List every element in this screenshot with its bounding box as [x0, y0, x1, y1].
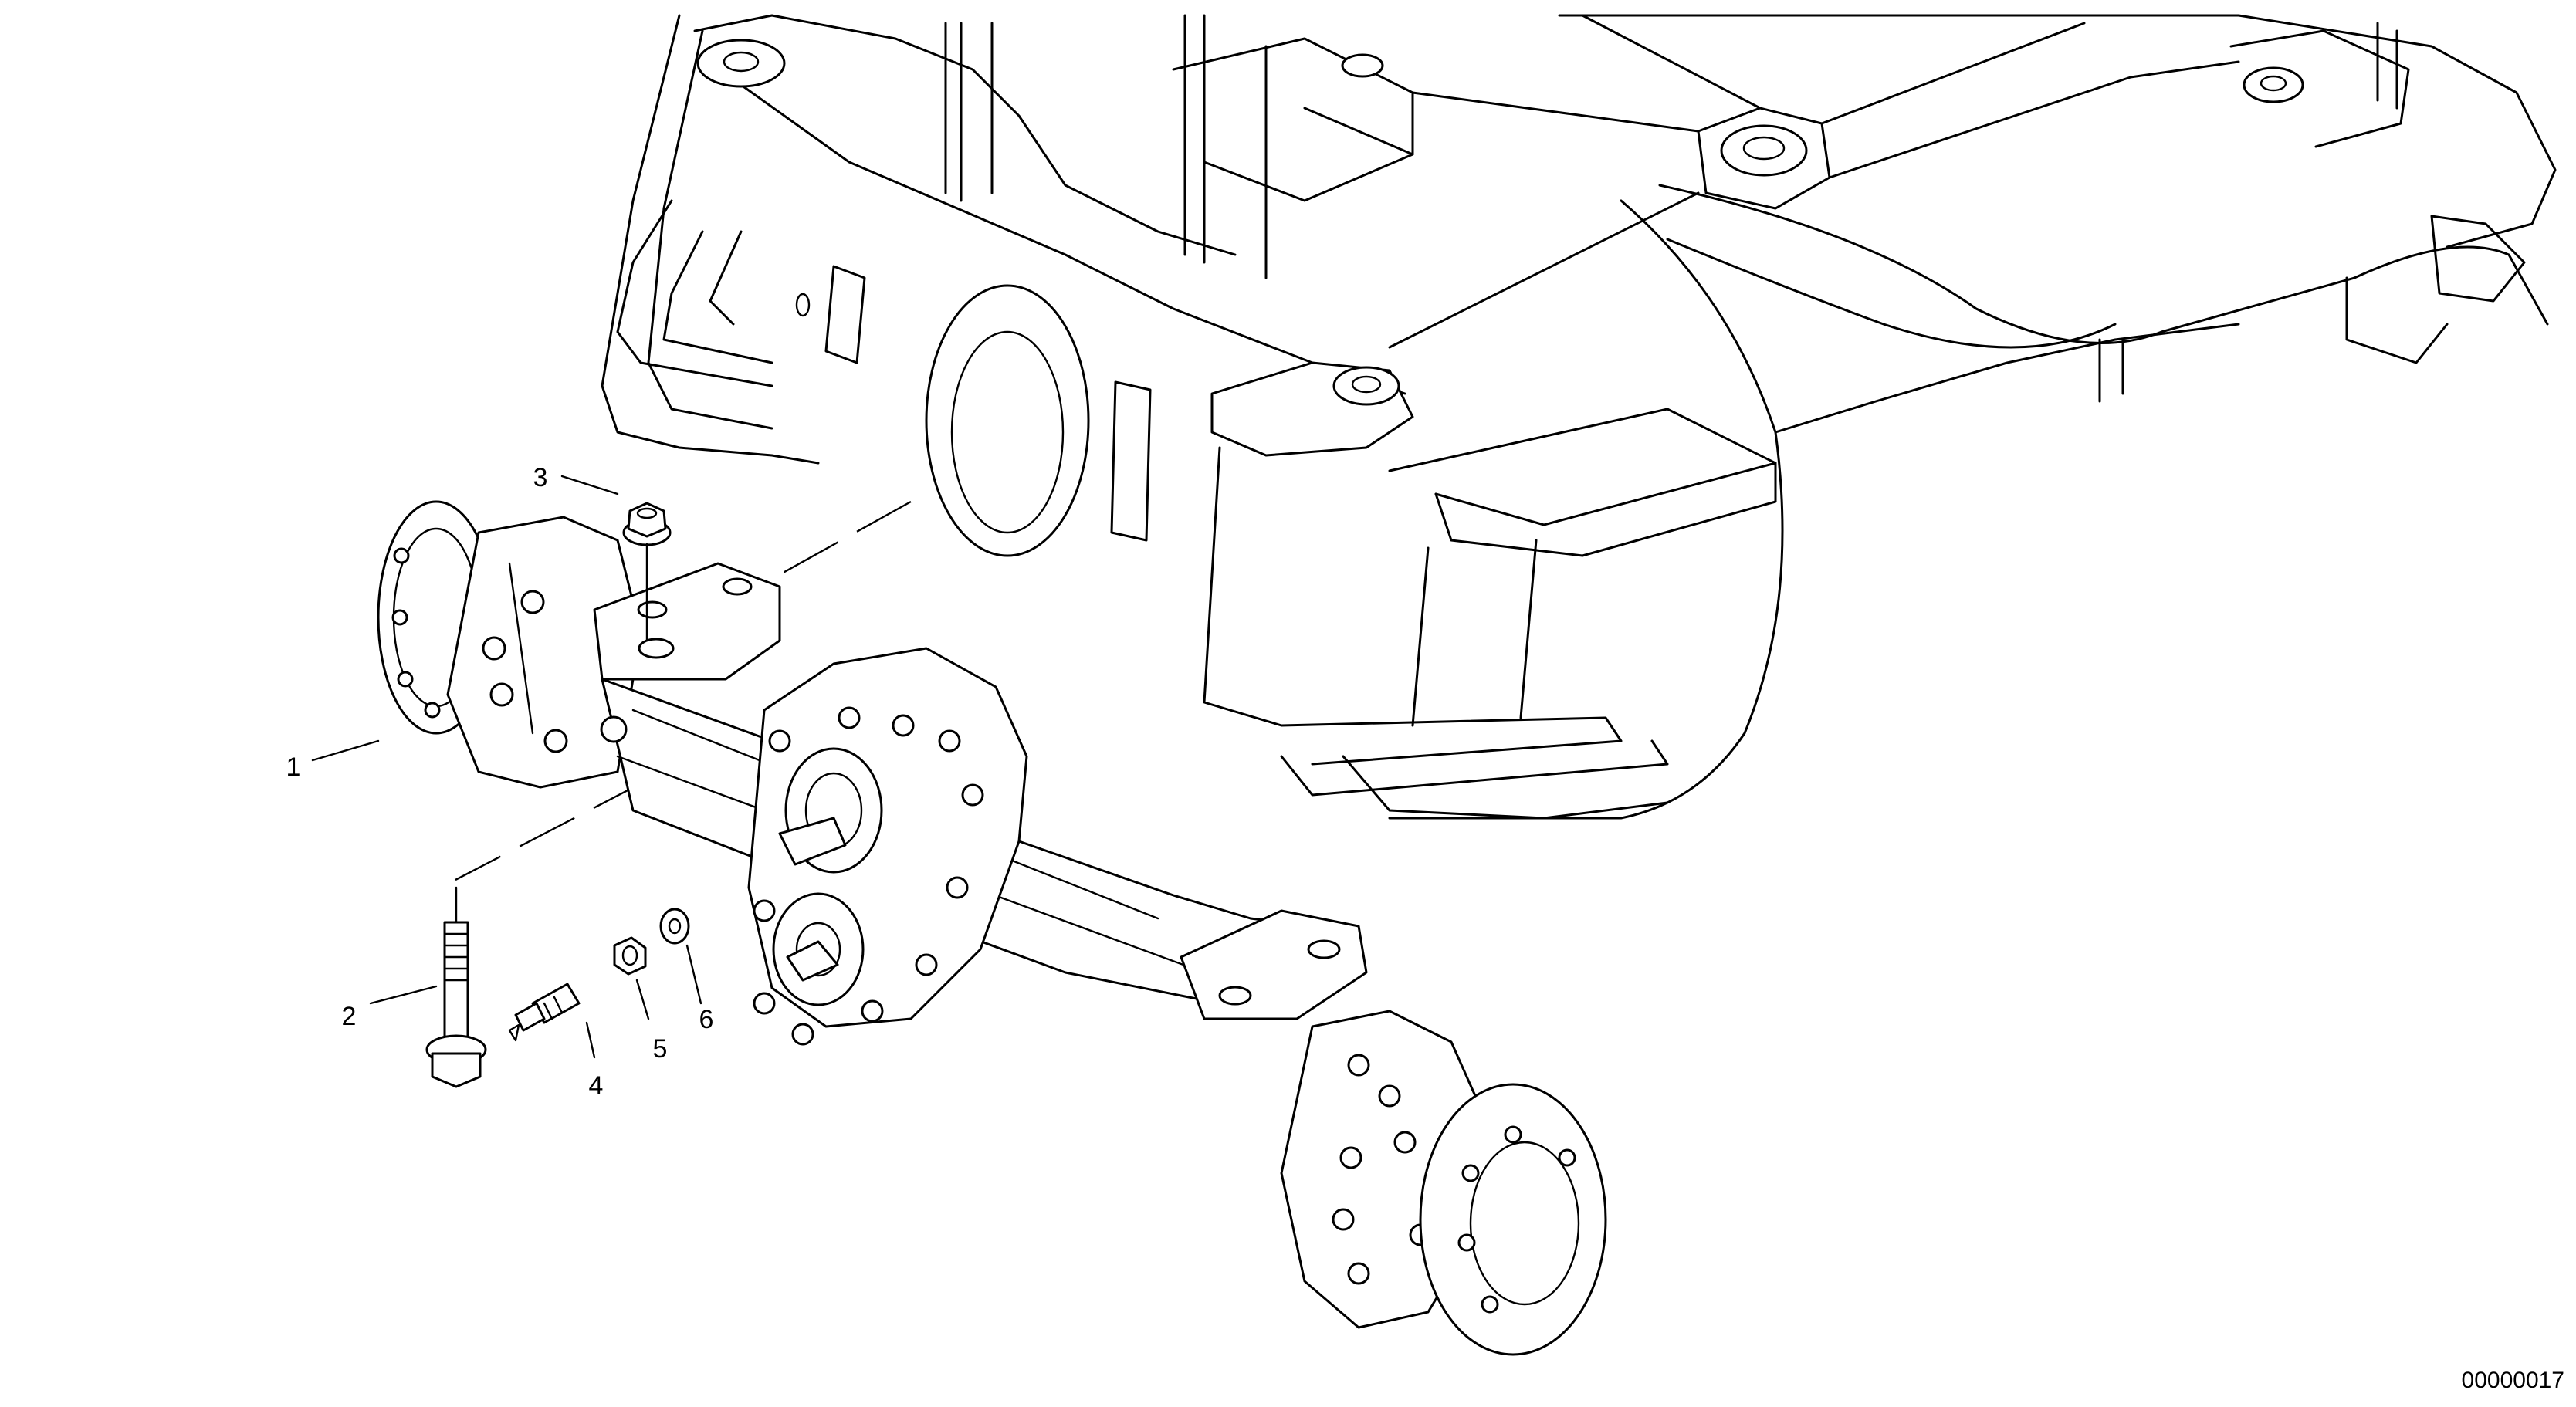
- callout-1: 1: [286, 753, 301, 782]
- axle-assembly: [377, 500, 1607, 1356]
- flange-nut: [622, 502, 672, 642]
- callout-labels: 3 1 2 4 5 6: [286, 463, 714, 1101]
- callout-6: 6: [699, 1005, 714, 1034]
- mounting-bolt: [425, 886, 487, 1088]
- chassis-frame: [601, 14, 2557, 820]
- callout-5: 5: [653, 1034, 668, 1064]
- nut: [613, 936, 647, 976]
- breather-fitting: [508, 983, 581, 1042]
- callout-3: 3: [533, 463, 548, 492]
- callout-2: 2: [342, 1002, 357, 1031]
- callout-4: 4: [589, 1071, 604, 1101]
- sealing-washer: [659, 908, 690, 945]
- drawing-number: 00000017: [2462, 1368, 2564, 1393]
- leader-lines: [311, 475, 702, 1059]
